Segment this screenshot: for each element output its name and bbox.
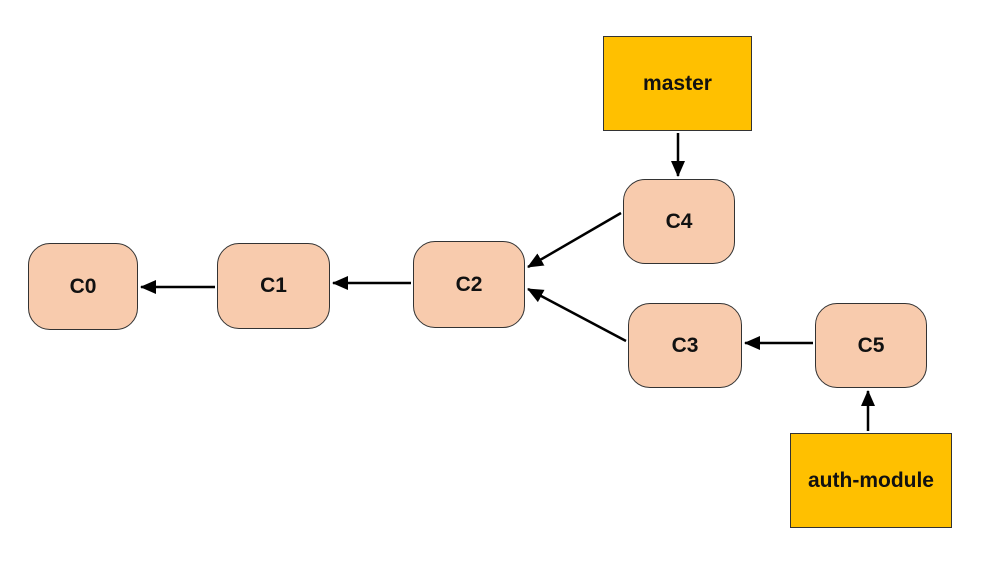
commit-node-c5: C5	[815, 303, 927, 388]
commit-node-c4: C4	[623, 179, 735, 264]
edge-c3-to-c2	[527, 287, 627, 343]
commit-node-c2: C2	[413, 241, 525, 328]
commit-node-c1: C1	[217, 243, 330, 329]
commit-node-c3: C3	[628, 303, 742, 388]
branch-node-master: master	[603, 36, 752, 131]
commit-node-c0: C0	[28, 243, 138, 330]
branch-node-auth-module: auth-module	[790, 433, 952, 528]
edge-c4-to-c2	[527, 211, 622, 269]
